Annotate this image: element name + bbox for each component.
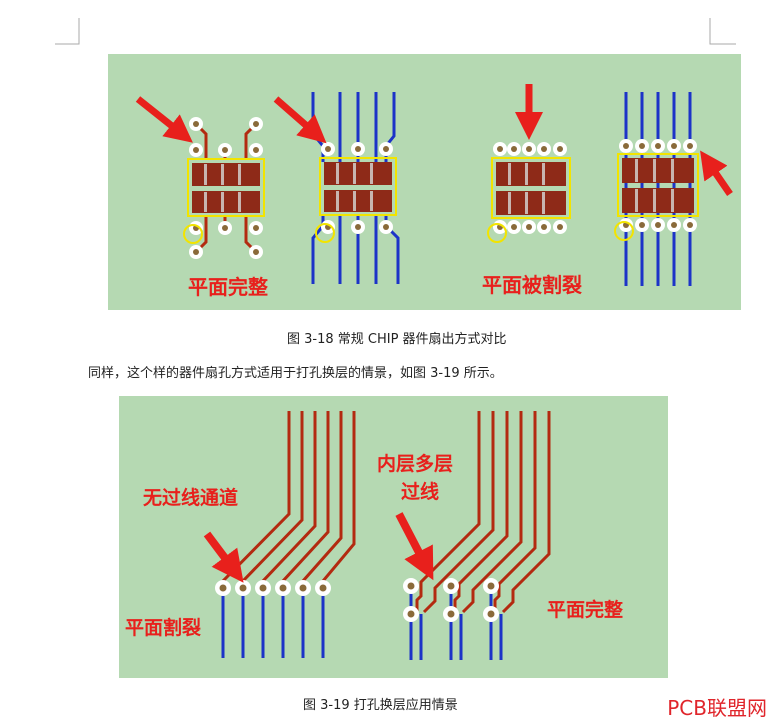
figure-3-19-diagram: 无过线通道 内层多层 过线 平面割裂 平面完整 — [119, 396, 668, 678]
body-paragraph: 同样，这个样的器件扇孔方式适用于打孔换层的情景，如图 3-19 所示。 — [88, 366, 503, 381]
figure-3-19: 无过线通道 内层多层 过线 平面割裂 平面完整 — [119, 396, 668, 678]
label-plane-split: 平面割裂 — [125, 616, 201, 639]
red-arrow — [700, 150, 733, 196]
red-arrow — [135, 96, 193, 143]
via-row — [189, 117, 263, 259]
watermark: PCB联盟网 — [667, 696, 767, 720]
label-plane-complete: 平面完整 — [547, 598, 623, 621]
figure-3-19-caption: 图 3-19 打孔换层应用情景 — [303, 698, 458, 713]
figure-3-18: 平面完整 平面被割裂 — [108, 54, 741, 310]
label-no-channel: 无过线通道 — [143, 486, 238, 509]
red-arrow — [203, 531, 244, 583]
figure-3-18-diagram: 平面完整 平面被割裂 — [108, 54, 741, 310]
label-plane-split: 平面被割裂 — [482, 273, 582, 297]
label-inner-multilayer: 内层多层 — [377, 452, 453, 475]
page-corner-mark-left — [55, 18, 80, 45]
page-corner-mark-right — [709, 18, 736, 45]
chip-group-1 — [135, 96, 265, 259]
blue-bottom-traces — [221, 588, 325, 658]
figure-3-18-caption: 图 3-18 常规 CHIP 器件扇出方式对比 — [287, 332, 507, 347]
label-routing: 过线 — [401, 480, 439, 503]
chip-group-4 — [614, 92, 733, 286]
right-trace-group — [395, 411, 551, 660]
chip-group-3 — [487, 84, 571, 243]
chip-group-2 — [273, 92, 400, 284]
label-plane-complete: 平面完整 — [188, 275, 268, 299]
board-background — [119, 396, 668, 678]
left-trace-group — [203, 411, 356, 658]
red-arrow — [395, 512, 434, 581]
red-arrow — [273, 96, 327, 144]
